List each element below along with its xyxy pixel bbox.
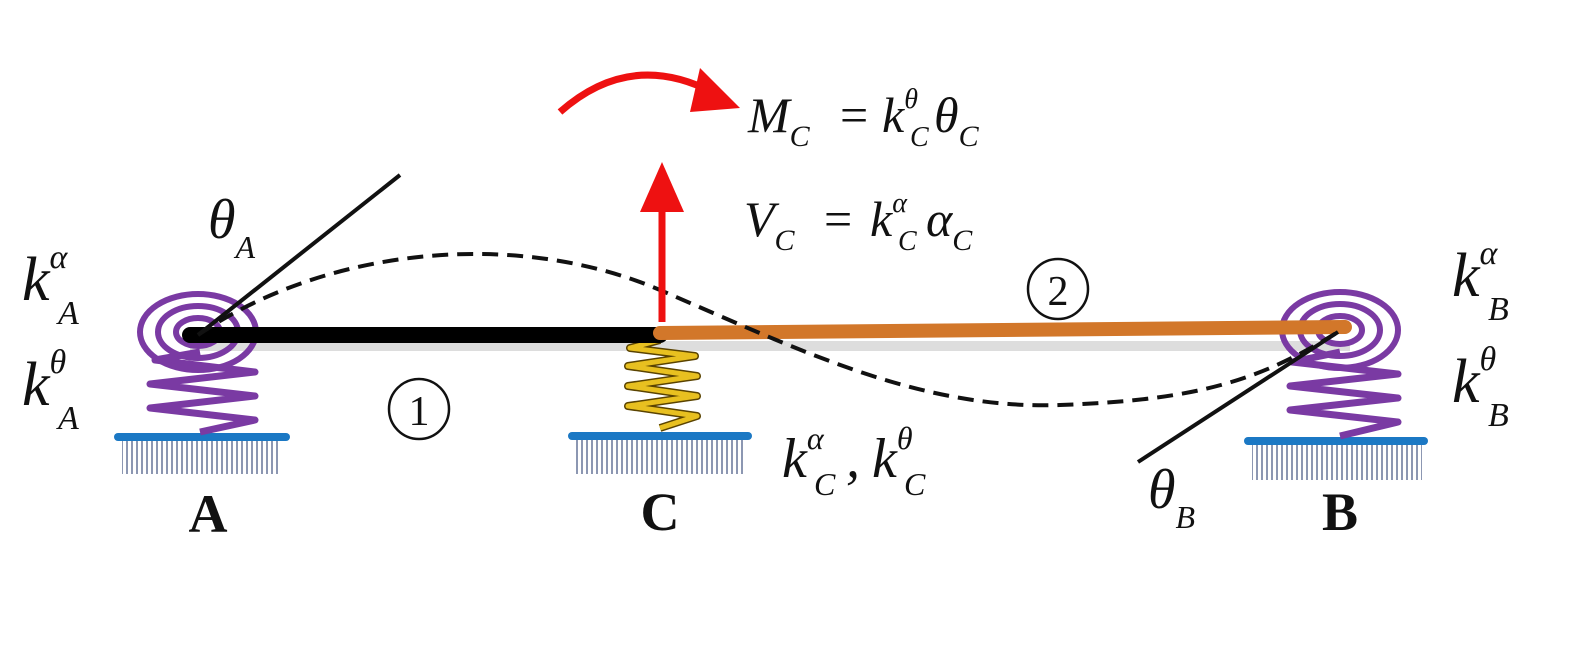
svg-text:1: 1 bbox=[409, 389, 430, 435]
moment-arrow bbox=[557, 68, 740, 115]
svg-text:2: 2 bbox=[1048, 269, 1069, 315]
ground-hatch-a bbox=[122, 440, 280, 474]
coil-spring-a bbox=[146, 348, 259, 436]
beam-segment-2 bbox=[653, 320, 1352, 340]
theta-a-label: θA bbox=[208, 189, 256, 265]
support-label-a: A bbox=[189, 484, 228, 544]
support-label-c: C bbox=[641, 482, 680, 542]
theta-b-label: θB bbox=[1148, 459, 1195, 535]
segment-label-2: 2 bbox=[1026, 257, 1090, 321]
rotation-line-b bbox=[1136, 330, 1340, 464]
segment-label-1: 1 bbox=[387, 377, 451, 441]
coil-spring-c bbox=[625, 337, 700, 431]
rotation-line-a bbox=[196, 173, 402, 337]
ground-hatch-c bbox=[576, 440, 746, 474]
ground-hatch-b bbox=[1252, 444, 1422, 480]
shear-force-arrow bbox=[640, 162, 684, 322]
coil-spring-b bbox=[1286, 348, 1402, 440]
support-label-b: B bbox=[1322, 482, 1358, 542]
